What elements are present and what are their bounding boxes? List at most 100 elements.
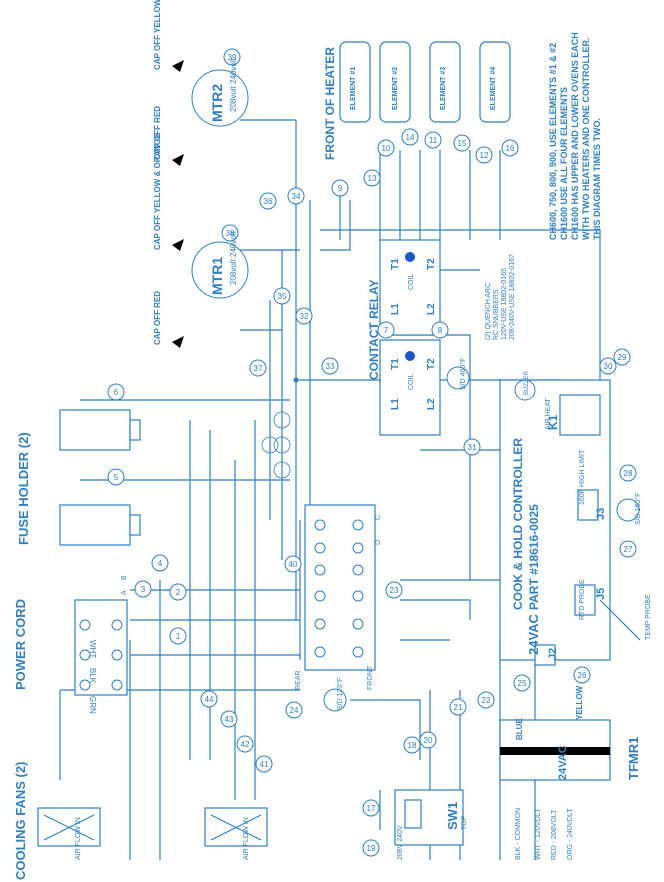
front-of-heater-title: FRONT OF HEATER: [323, 47, 337, 160]
wire-number-38-label: 38: [226, 229, 235, 238]
element-1-label: ELEMENT #1: [350, 67, 357, 110]
wire-number-42-label: 42: [241, 740, 250, 749]
motor-mtr1-voltage: 208volt 240volt: [229, 230, 238, 285]
wire-number-2: 2: [169, 583, 187, 601]
wire-number-27-label: 27: [624, 545, 633, 554]
wire-number-37: 37: [249, 359, 267, 377]
relay-t1-lower: T1: [390, 358, 401, 370]
wire-number-25-label: 25: [518, 679, 527, 688]
contact-relay-title: CONTACT RELAY: [367, 279, 381, 380]
controller-voltage-label: 24VAC: [526, 613, 541, 655]
wire-number-40-label: 40: [289, 560, 298, 569]
terminal-b-label: B: [121, 575, 128, 580]
wire-number-10: 10: [377, 139, 395, 157]
wire-number-17-label: 17: [367, 804, 376, 813]
thermostat-160-label: S/D 160°F: [634, 493, 642, 525]
wire-number-20-label: 20: [424, 736, 433, 745]
wire-number-40: 40: [284, 555, 302, 573]
wire-number-12: 12: [475, 146, 493, 164]
wire-number-33: 33: [321, 357, 339, 375]
wire-number-5: 5: [107, 468, 125, 486]
quench-arc-line4: 208-240V-USE 18802-0167: [509, 254, 516, 340]
cooling-fans-title: COOLING FANS (2): [13, 762, 28, 880]
wire-number-35: 35: [273, 287, 291, 305]
wire-number-43: 43: [220, 710, 238, 728]
power-cord-title: POWER CORD: [13, 599, 28, 690]
wire-number-42: 42: [236, 735, 254, 753]
relay-t2-lower: T2: [426, 358, 437, 370]
buzzer-label: BUZZER: [524, 370, 530, 395]
wire-number-16-label: 16: [506, 144, 515, 153]
contact-relay-lower: [379, 339, 441, 436]
wire-number-18: 18: [403, 736, 421, 754]
model-note-line5: THIS DIAGRAM TIMES TWO.: [592, 118, 602, 240]
relay-k1-label: K1: [546, 414, 560, 430]
wire-number-9-label: 9: [338, 184, 343, 193]
controller-part-number: PART #18616-0025: [527, 504, 541, 610]
wire-number-9: 9: [331, 179, 349, 197]
wire-number-22: 22: [477, 691, 495, 709]
wire-number-24-label: 24: [290, 706, 299, 715]
wire-number-1-label: 1: [176, 632, 181, 641]
wire-number-5-label: 5: [114, 473, 119, 482]
cook-hold-controller: [499, 379, 611, 666]
terminal-d-label: D: [375, 540, 382, 545]
cap-off-red-1: CAP OFF RED: [153, 106, 162, 160]
terminal-front-label: FRONT: [367, 665, 374, 690]
wire-number-28: 28: [619, 464, 637, 482]
fuse-holder-1: [59, 409, 141, 451]
relay-l2-upper: L2: [426, 303, 437, 315]
wire-number-36: 36: [259, 192, 277, 210]
cap-off-yellow-orange-2: CAP OFF YELLOW & ORANGE: [153, 133, 162, 250]
wire-number-3-label: 3: [141, 585, 146, 594]
temp-probe-label: TEMP PROBE: [645, 594, 652, 640]
wire-number-38: 38: [221, 224, 239, 242]
motor-mtr1-label: MTR1: [209, 257, 225, 295]
model-note-line3: CH1600 HAS UPPER AND LOWER OVENS EACH: [570, 32, 580, 240]
switch-sw1-label: SW1: [445, 802, 460, 830]
wire-number-34: 34: [287, 187, 305, 205]
wire-number-bubbles: 1 2 3 4 5 6 7 8 9 10 11 12 13 14 15 16 1…: [107, 48, 637, 857]
relay-t2-upper: T2: [426, 258, 437, 270]
wire-number-30-label: 30: [604, 362, 613, 371]
wire-number-27: 27: [619, 540, 637, 558]
fuse-holder-title: FUSE HOLDER (2): [16, 432, 31, 545]
wire-number-19-label: 19: [367, 844, 376, 853]
relay-l2-lower: L2: [426, 398, 437, 410]
relay-coil-lower: COIL: [408, 374, 415, 390]
relay-l1-lower: L1: [390, 398, 401, 410]
quench-arc-line1: (2) QUENCH ARC: [485, 283, 492, 340]
cooling-fan-1: [37, 807, 101, 847]
element-4-label: ELEMENT #4: [490, 67, 497, 110]
element-3-label: ELEMENT #3: [440, 67, 447, 110]
wire-number-15: 15: [453, 134, 471, 152]
wire-number-24: 24: [285, 701, 303, 719]
thermostats: [323, 366, 640, 712]
power-wht-label: WHT: [88, 640, 97, 658]
wire-number-23: 23: [385, 581, 403, 599]
wire-number-41: 41: [255, 755, 273, 773]
wire-number-44: 44: [200, 690, 218, 708]
wire-number-31-label: 31: [468, 443, 477, 452]
wire-number-34-label: 34: [292, 192, 301, 201]
wire-number-13: 13: [363, 169, 381, 187]
wire-number-8: 8: [431, 321, 449, 339]
transformer-blk-common: BLK - COMMON: [515, 808, 522, 860]
transformer-tfmr1: [499, 719, 611, 781]
relay-t1-upper: T1: [390, 258, 401, 270]
connector-j2-label: J2: [547, 648, 559, 660]
wire-number-37-label: 37: [254, 364, 263, 373]
wire-number-26-label: 26: [578, 671, 587, 680]
wire-number-10-label: 10: [382, 144, 391, 153]
air-flow-in-2: AIR FLOW IN: [243, 817, 250, 860]
wire-number-36-label: 36: [264, 197, 273, 206]
wire-number-39-label: 39: [228, 53, 237, 62]
wire-number-44-label: 44: [205, 695, 214, 704]
wire-number-41-label: 41: [260, 760, 269, 769]
wire-number-8-label: 8: [438, 326, 443, 335]
wire-number-39: 39: [223, 48, 241, 66]
power-blk-label: BLK: [88, 668, 97, 684]
contact-relay-upper: [379, 239, 441, 336]
